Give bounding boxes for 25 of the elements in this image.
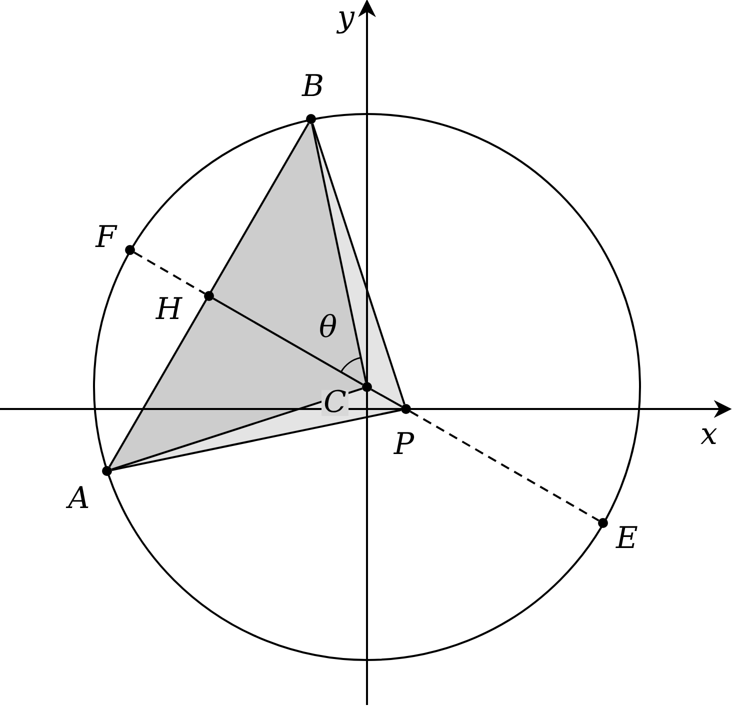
axis-label: x bbox=[700, 419, 718, 451]
point-label: E bbox=[616, 523, 638, 555]
point-dot bbox=[306, 114, 316, 124]
point-label: B bbox=[302, 71, 324, 103]
axis-label: y bbox=[338, 2, 354, 34]
line-segment bbox=[370, 388, 402, 408]
point-label: F bbox=[96, 222, 116, 254]
point-label: C bbox=[322, 390, 348, 416]
point-dot bbox=[125, 245, 135, 255]
point-dot bbox=[204, 291, 214, 301]
point-dot bbox=[401, 404, 411, 414]
line-segment bbox=[111, 388, 363, 470]
point-dot bbox=[102, 466, 112, 476]
line-segment bbox=[108, 122, 310, 468]
dashed-line bbox=[410, 410, 600, 522]
line-segment bbox=[212, 298, 364, 386]
dashed-line bbox=[134, 252, 206, 294]
point-label: P bbox=[394, 429, 414, 461]
angle-label: θ bbox=[318, 312, 338, 344]
point-dot bbox=[598, 518, 608, 528]
line-segment bbox=[312, 123, 406, 405]
line-segment bbox=[311, 124, 367, 382]
point-label: H bbox=[156, 294, 182, 326]
point-label: A bbox=[68, 483, 90, 515]
line-segment bbox=[112, 409, 402, 471]
